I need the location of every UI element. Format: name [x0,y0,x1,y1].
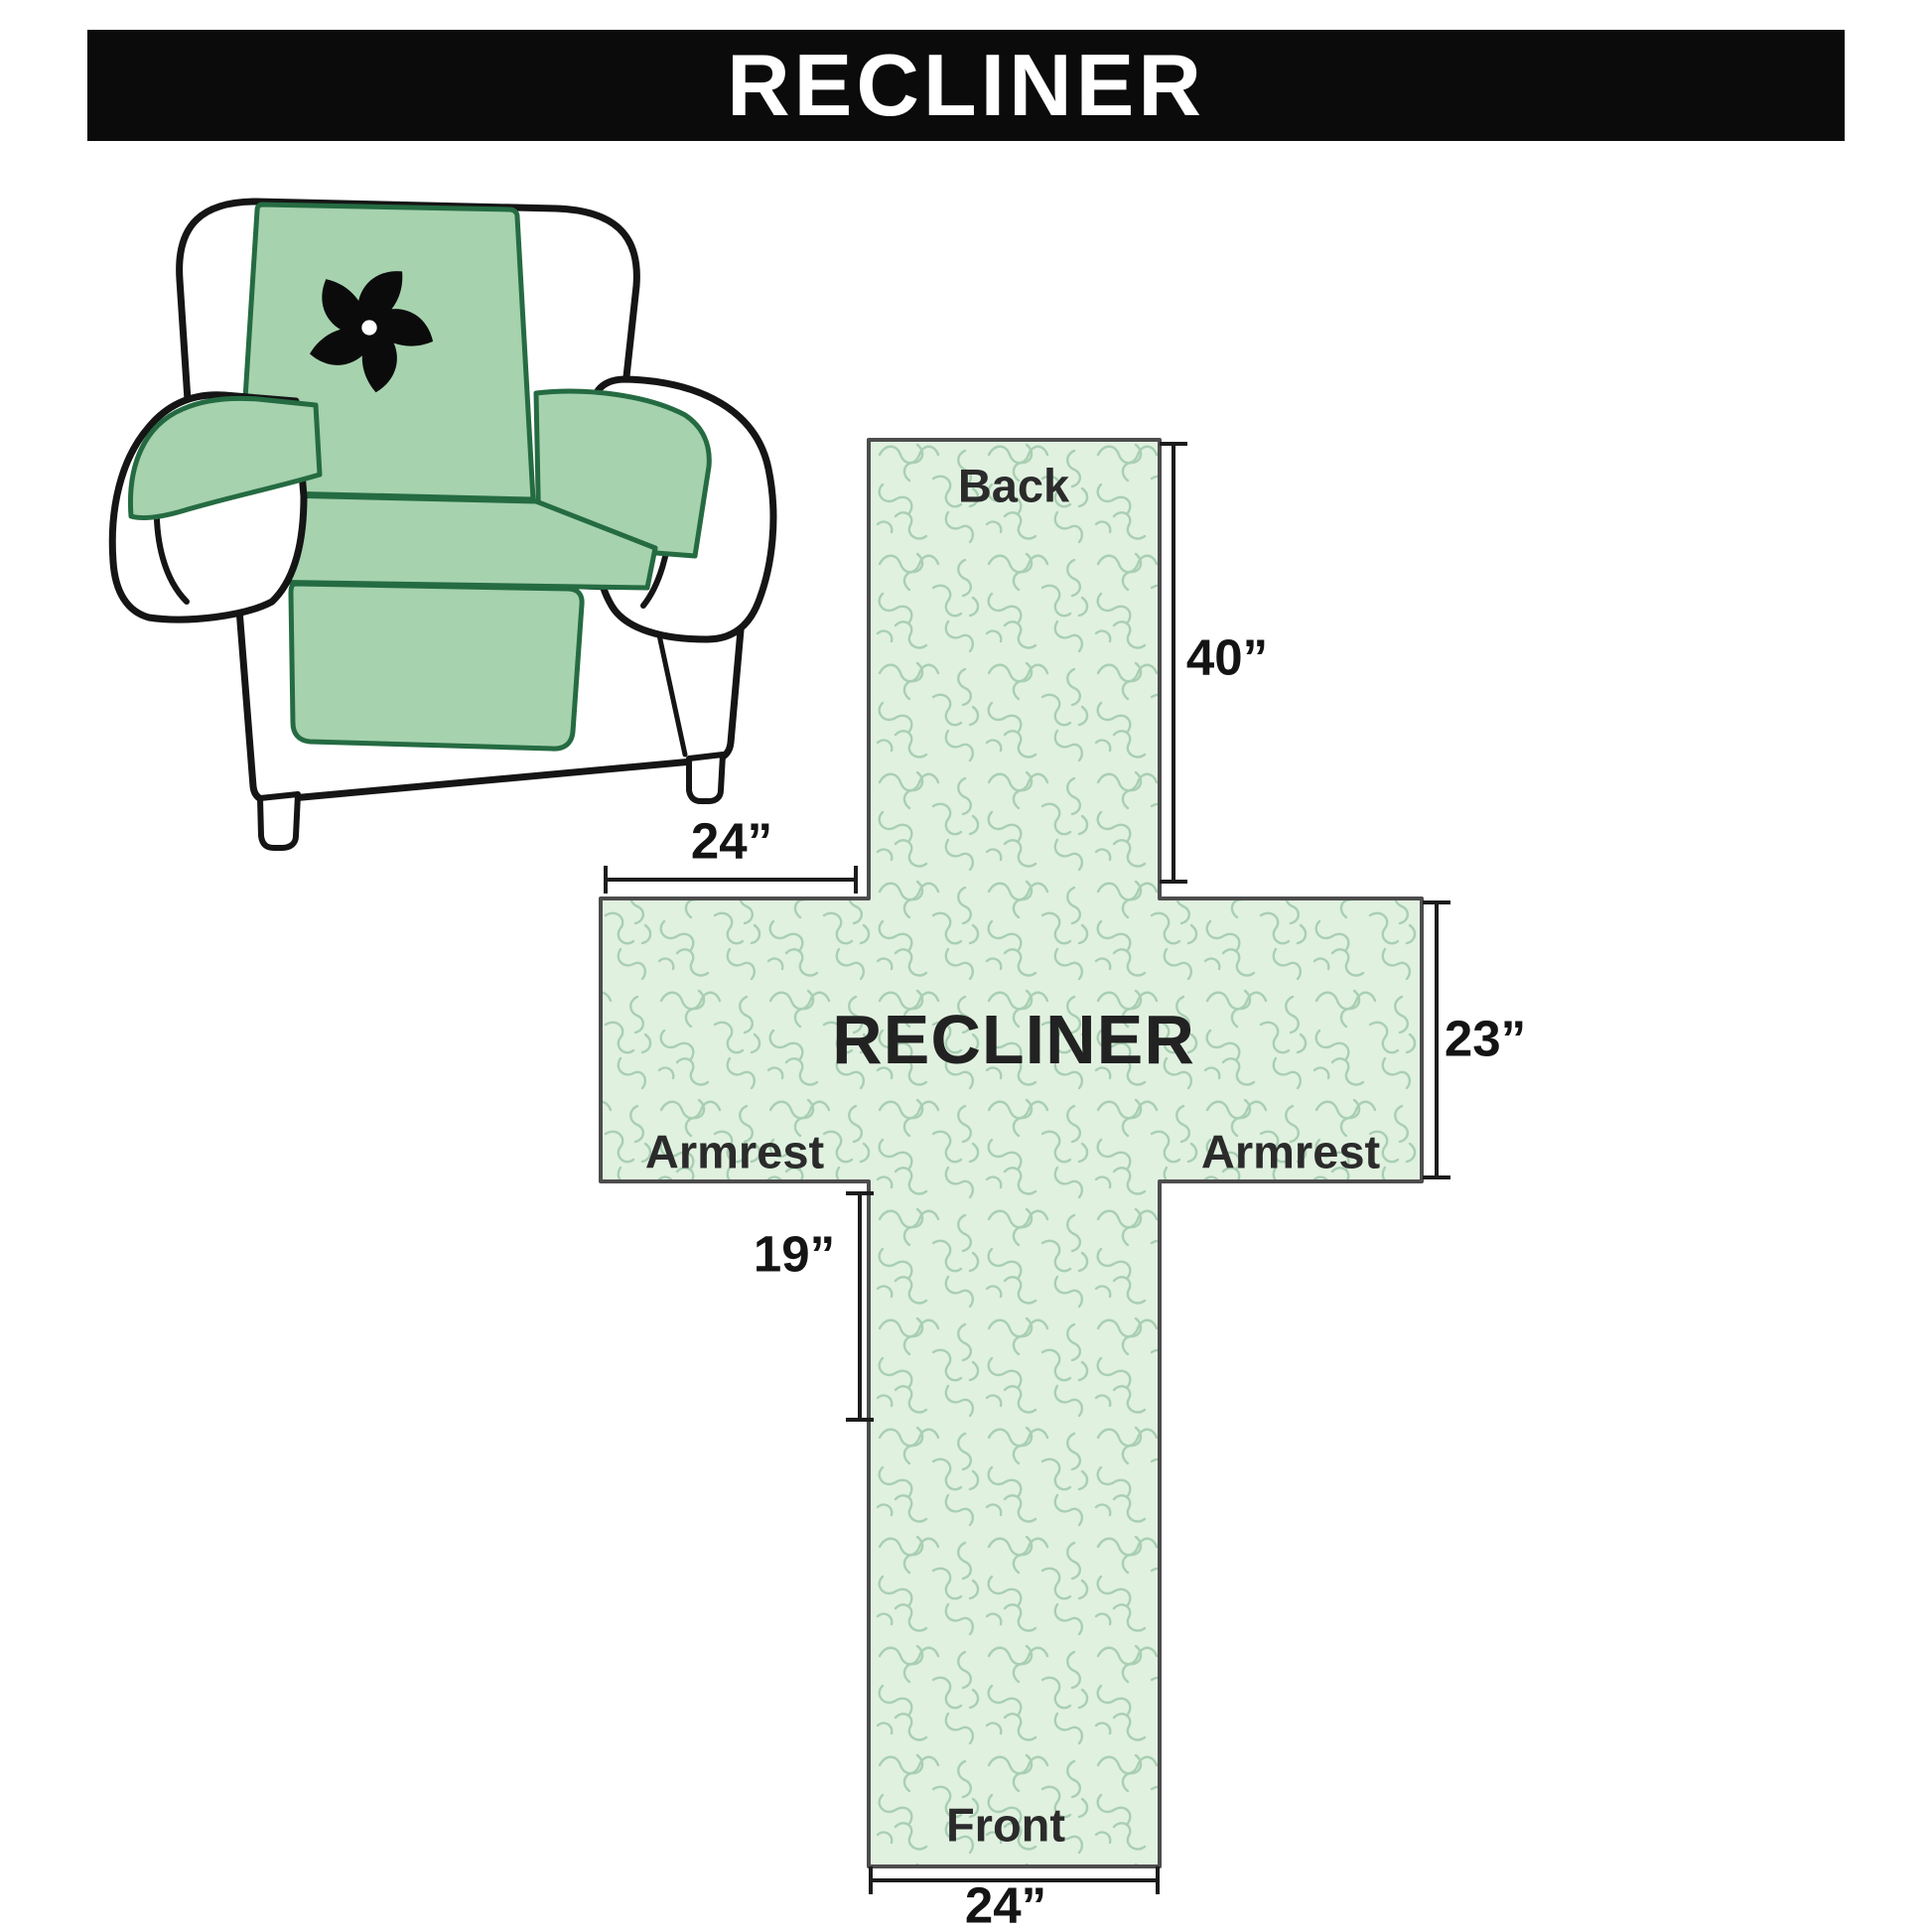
armrest-right-label: Armrest [1200,1125,1381,1178]
dimension-line-front-drop-19 [846,1191,874,1422]
dim-front-width-label: 24” [964,1876,1047,1932]
dim-side-height-label: 23” [1444,1010,1527,1067]
dim-front-drop-label: 19” [753,1225,836,1283]
cover-layout-diagram [599,438,1450,1894]
cover-right-armrest [533,388,712,559]
title-banner: RECLINER [87,30,1845,141]
dimension-lines [604,442,1450,1894]
front-section-label: Front [945,1798,1066,1852]
cover-left-armrest [127,395,323,521]
pinwheel-icon [309,271,434,393]
dim-arm-width-label: 24” [690,812,773,870]
chair-foot-left [257,791,301,851]
dimension-line-back-40 [1160,442,1187,884]
armrest-left-label: Armrest [644,1125,825,1178]
page-title: RECLINER [727,36,1205,134]
dimension-line-arm-24 [604,866,858,894]
chair-foot-right [686,752,726,804]
dim-back-height-label: 40” [1185,628,1269,686]
cover-front-flap [288,581,585,752]
back-section-label: Back [957,459,1070,512]
diagram-center-label: RECLINER [832,1001,1195,1078]
dimension-line-front-24 [869,1866,1160,1894]
chair-illustration [108,198,777,851]
dimension-line-side-23 [1423,900,1450,1179]
